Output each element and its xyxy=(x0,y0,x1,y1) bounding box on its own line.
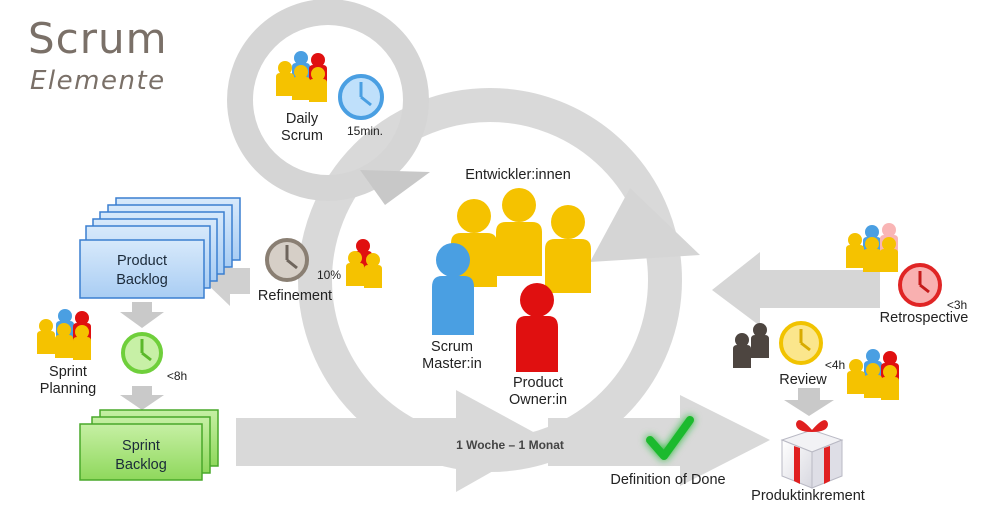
product-owner-label: Product Owner:in xyxy=(508,375,568,408)
arrow-down-review xyxy=(784,388,834,416)
review-duration: <4h xyxy=(824,358,846,372)
daily-duration: 15min. xyxy=(346,124,384,138)
retrospective-label: Retrospective xyxy=(879,310,969,326)
arrow-down-pb xyxy=(120,302,164,328)
team-icon-refinement xyxy=(346,239,382,288)
developers-icon xyxy=(451,188,591,293)
scrum-master-icon xyxy=(432,243,474,335)
retro-arrow xyxy=(712,252,880,326)
clock-icon xyxy=(779,321,823,365)
product-backlog-label: Product Backlog xyxy=(116,253,168,288)
team-icon-retro xyxy=(846,223,898,272)
gift-icon xyxy=(780,420,844,489)
review-label: Review xyxy=(779,372,827,388)
clock-icon xyxy=(265,238,309,282)
sprint-arrow xyxy=(236,390,770,492)
scrum-master-label: Scrum Master:in xyxy=(422,339,482,372)
refinement-label: Refinement xyxy=(257,288,333,304)
sprint-planning-label: Sprint Planning xyxy=(39,364,97,397)
arrow-down-planning xyxy=(120,386,164,410)
page-subtitle: Elemente xyxy=(30,66,166,96)
refinement-arrow xyxy=(205,256,250,306)
team-icon-daily xyxy=(276,51,327,102)
clock-icon xyxy=(898,263,942,307)
clock-icon xyxy=(121,332,163,374)
page-title: Scrum xyxy=(28,14,168,63)
check-icon xyxy=(646,416,694,460)
daily-cycle xyxy=(227,0,430,205)
clock-icon xyxy=(338,74,384,120)
refinement-duration: 10% xyxy=(316,268,342,282)
definition-of-done-label: Definition of Done xyxy=(610,472,726,488)
sprint-backlog-stack xyxy=(79,409,219,481)
product-owner-icon xyxy=(516,283,558,372)
stakeholders-icon xyxy=(733,323,769,368)
sprint-backlog-label: Sprint Backlog xyxy=(115,438,167,473)
daily-scrum-label: Daily Scrum xyxy=(281,111,323,144)
product-backlog-stack xyxy=(79,197,241,299)
team-icon-review xyxy=(847,349,899,400)
developers-label: Entwickler:innen xyxy=(465,167,571,183)
retro-duration: <3h xyxy=(946,298,968,312)
product-increment-label: Produktinkrement xyxy=(751,488,865,504)
planning-duration: <8h xyxy=(166,369,188,383)
sprint-length-label: 1 Woche – 1 Monat xyxy=(456,438,564,452)
team-icon-planning xyxy=(37,309,91,360)
